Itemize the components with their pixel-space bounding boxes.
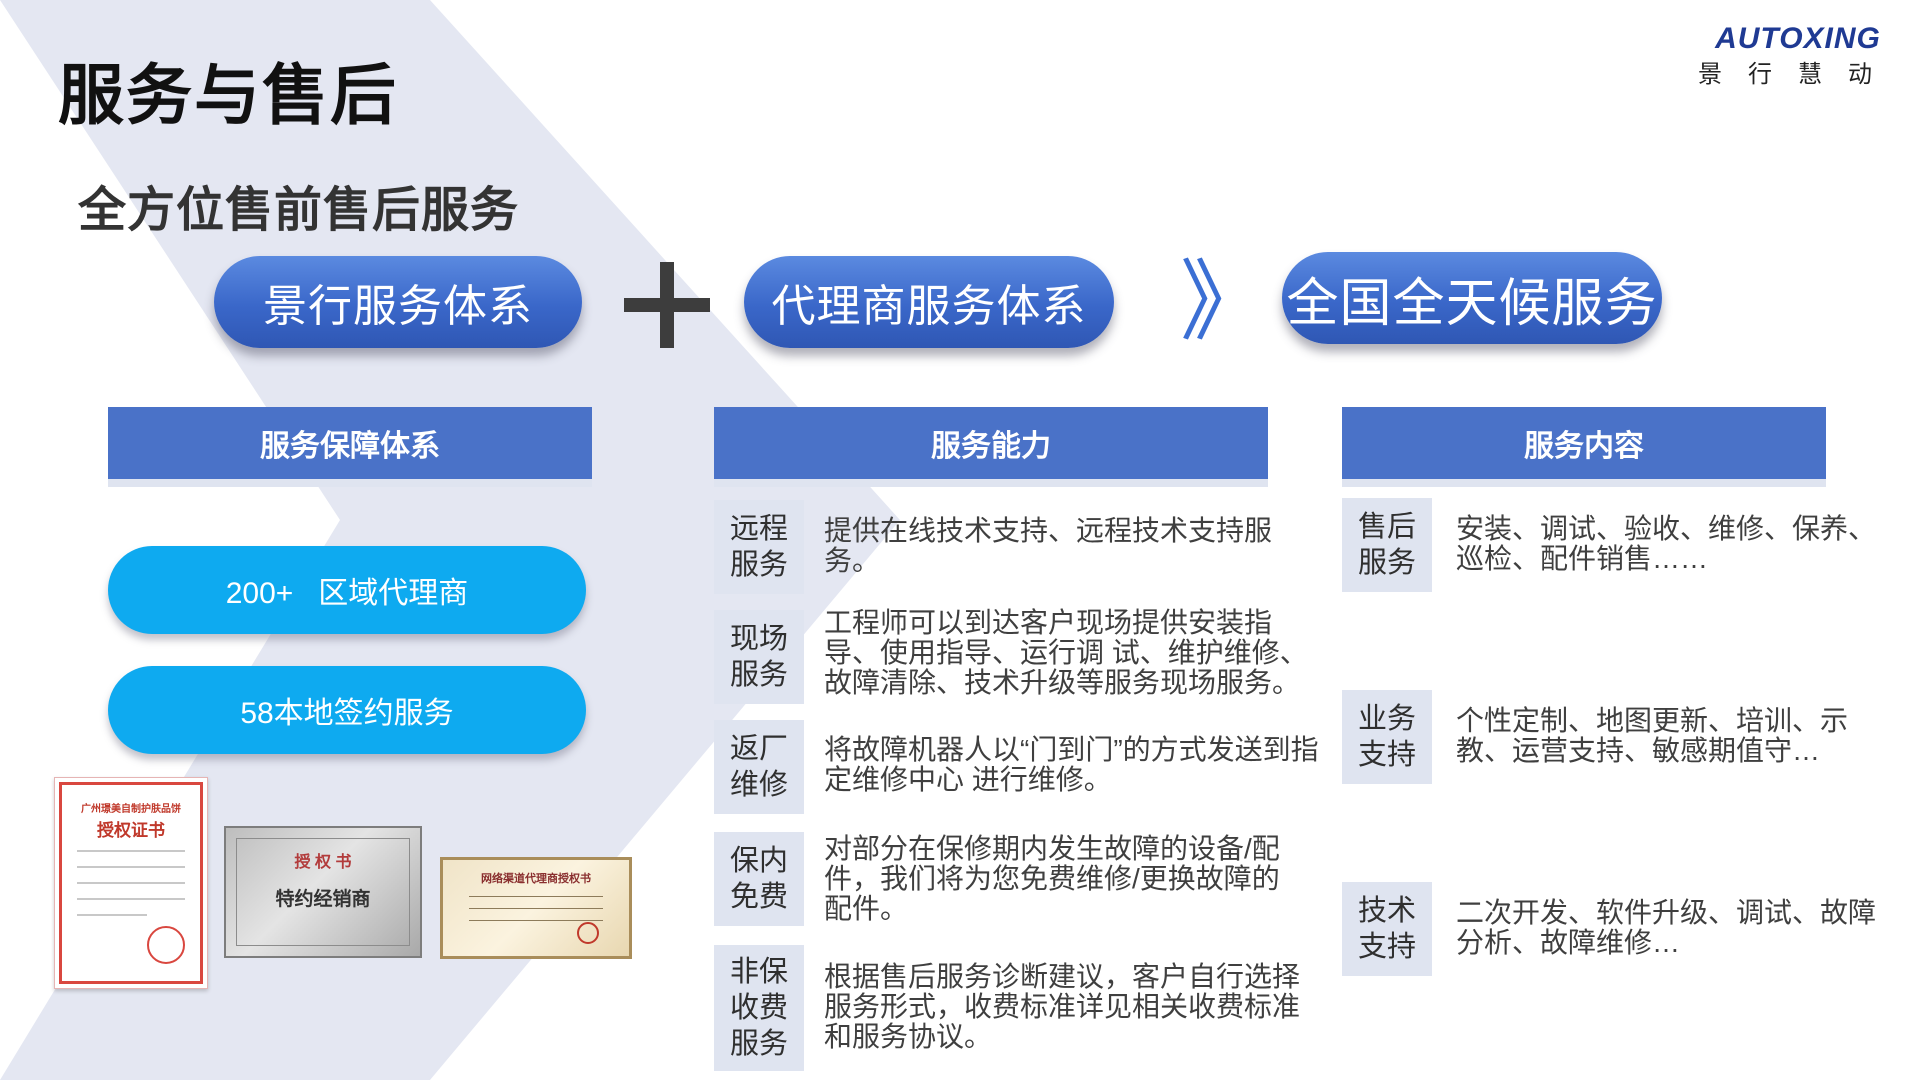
capability-section-header: 服务能力 xyxy=(714,407,1268,479)
nationwide-service-pill: 全国全天候服务 xyxy=(1282,252,1662,344)
certificate-3-title: 网络渠道代理商授权书 xyxy=(481,873,591,885)
logo-chinese: 景行慧动 xyxy=(1698,61,1898,88)
logo-brand: AUTOXING xyxy=(1715,22,1881,55)
authorization-certificate-3: 网络渠道代理商授权书 xyxy=(440,857,632,959)
content-desc-business-support: 个性定制、地图更新、培训、示教、运营支持、敏感期值守… xyxy=(1456,705,1849,766)
capability-tag-paid-service: 非保 收费 服务 xyxy=(714,945,804,1071)
content-tag-business-support: 业务 支持 xyxy=(1342,690,1432,784)
red-seal-icon xyxy=(147,926,185,964)
capability-tag-return: 返厂 维修 xyxy=(714,720,804,814)
certificate-2-subtitle: 特约经销商 xyxy=(275,888,371,910)
certificate-1-header: 广州璟美自制护肤品饼 xyxy=(81,804,181,815)
autoxing-logo: AUTOXING 景行慧动 xyxy=(1698,22,1898,89)
authorization-certificate-1: 广州璟美自制护肤品饼 授权证书 xyxy=(54,777,208,989)
capability-tag-remote: 远程 服务 xyxy=(714,500,804,594)
capability-tag-warranty-free: 保内 免费 xyxy=(714,832,804,926)
local-contract-service-pill: 58本地签约服务 xyxy=(108,666,586,754)
content-desc-tech-support: 二次开发、软件升级、调试、故障分析、故障维修… xyxy=(1456,897,1877,958)
authorization-certificate-2: 授 权 书 特约经销商 xyxy=(224,826,422,958)
content-tag-after-sales: 售后 服务 xyxy=(1342,498,1432,592)
regional-agents-pill: 200+ 区域代理商 xyxy=(108,546,586,634)
capability-tag-onsite: 现场 服务 xyxy=(714,610,804,704)
capability-desc-remote: 提供在线技术支持、远程技术支持服务。 xyxy=(824,515,1273,576)
page-title: 服务与售后 xyxy=(58,58,398,132)
jingxing-service-system-pill: 景行服务体系 xyxy=(214,256,582,348)
certificate-1-title: 授权证书 xyxy=(97,821,165,840)
plus-icon xyxy=(624,262,710,348)
agent-service-system-pill: 代理商服务体系 xyxy=(744,256,1114,348)
capability-desc-warranty-free: 对部分在保修期内发生故障的设备/配件，我们将为您免费维修/更换故障的配件。 xyxy=(824,833,1280,924)
capability-desc-return: 将故障机器人以“门到门”的方式发送到指定维修中心 进行维修。 xyxy=(824,734,1319,795)
capability-desc-onsite: 工程师可以到达客户现场提供安装指导、使用指导、运行调 试、维护维修、故障清除、技… xyxy=(824,607,1308,698)
capability-desc-paid-service: 根据售后服务诊断建议，客户自行选择服务形式，收费标准详见相关收费标准和服务协议。 xyxy=(824,961,1301,1052)
page-subtitle: 全方位售前售后服务 xyxy=(78,184,520,237)
content-tag-tech-support: 技术 支持 xyxy=(1342,882,1432,976)
guarantee-section-header: 服务保障体系 xyxy=(108,407,592,479)
certificate-2-title: 授 权 书 xyxy=(294,854,352,871)
content-section-header: 服务内容 xyxy=(1342,407,1826,479)
double-chevron-right-icon: 》 xyxy=(1180,252,1269,351)
content-desc-after-sales: 安装、调试、验收、维修、保养、巡检、配件销售…… xyxy=(1456,513,1877,574)
red-seal-icon xyxy=(577,922,599,944)
